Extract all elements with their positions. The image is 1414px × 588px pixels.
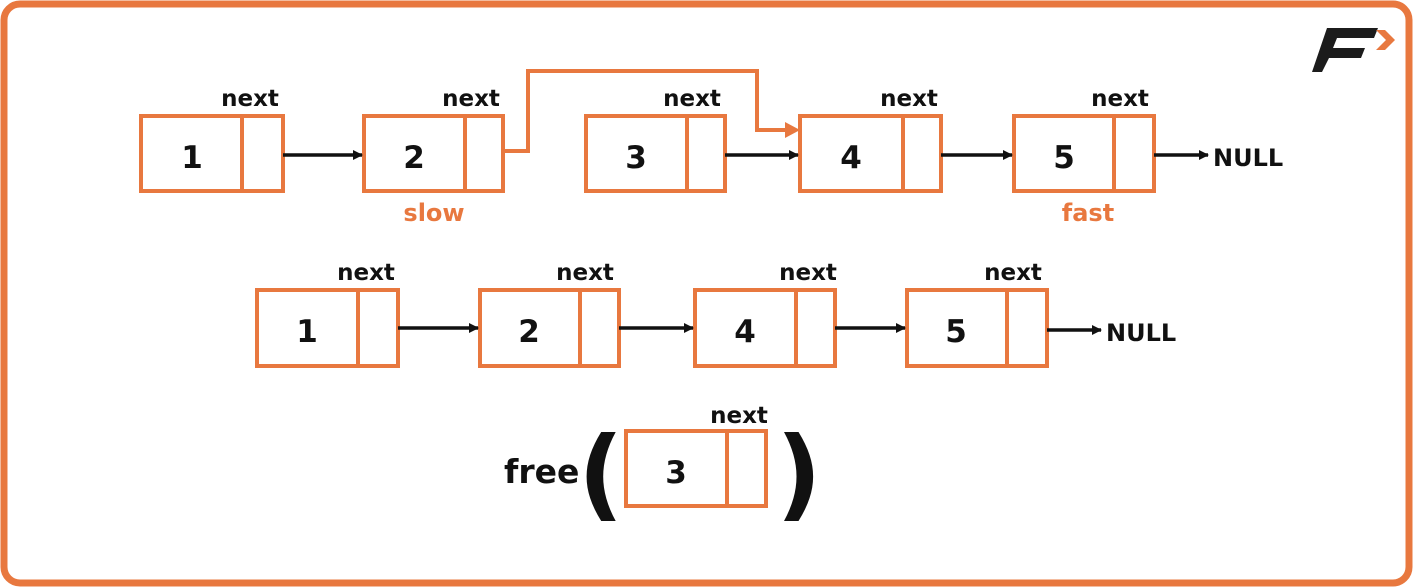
null-terminator: NULL: [1213, 144, 1283, 172]
bypass-arrow-head: [785, 122, 800, 138]
node-box: [624, 429, 768, 508]
close-parenthesis: ): [776, 415, 822, 532]
next-label: next: [221, 86, 279, 112]
free-call: free ( 3 next ): [504, 403, 822, 532]
list-node: 2 next slow: [362, 86, 505, 227]
list-before: 1 next 2 next slow 3 next 4 next: [139, 69, 1283, 227]
list-node: 5 next: [905, 260, 1049, 368]
list-after: 1 next 2 next 4 next 5 next NULL: [255, 260, 1176, 368]
node-value: 1: [181, 140, 203, 176]
open-parenthesis: (: [578, 415, 624, 532]
list-node: 5 next fast: [1012, 86, 1156, 227]
next-label: next: [710, 403, 768, 429]
node-box: [255, 288, 400, 368]
node-value: 5: [1053, 140, 1075, 176]
list-node: 1 next: [255, 260, 400, 368]
list-node: 4 next: [798, 86, 943, 193]
free-function-label: free: [504, 452, 579, 491]
node-box: [798, 114, 943, 193]
list-node: 4 next: [693, 260, 837, 368]
node-box: [584, 114, 727, 193]
node-box: [139, 114, 285, 193]
next-label: next: [779, 260, 837, 286]
fast-pointer-label: fast: [1062, 199, 1114, 227]
node-box: [362, 114, 505, 193]
next-label: next: [663, 86, 721, 112]
next-label: next: [984, 260, 1042, 286]
next-label: next: [337, 260, 395, 286]
node-value: 2: [518, 314, 540, 350]
list-node: 3 next: [584, 86, 727, 193]
node-value: 2: [403, 140, 425, 176]
next-label: next: [880, 86, 938, 112]
node-box: [693, 288, 837, 368]
next-label: next: [1091, 86, 1149, 112]
node-value: 4: [734, 314, 756, 350]
list-node: 2 next: [478, 260, 621, 368]
node-value: 3: [625, 140, 647, 176]
node-box: [478, 288, 621, 368]
null-terminator: NULL: [1106, 319, 1176, 347]
node-box: [905, 288, 1049, 368]
next-label: next: [556, 260, 614, 286]
node-value: 5: [945, 314, 967, 350]
next-label: next: [442, 86, 500, 112]
node-value: 4: [840, 140, 862, 176]
list-node: 1 next: [139, 86, 285, 193]
node-value: 1: [296, 314, 318, 350]
freed-node: 3 next: [624, 403, 768, 508]
bypass-link: [503, 69, 786, 153]
node-box: [1012, 114, 1156, 193]
brand-f-logo-icon: [1312, 28, 1395, 72]
slow-pointer-label: slow: [403, 199, 464, 227]
node-value: 3: [665, 455, 687, 491]
